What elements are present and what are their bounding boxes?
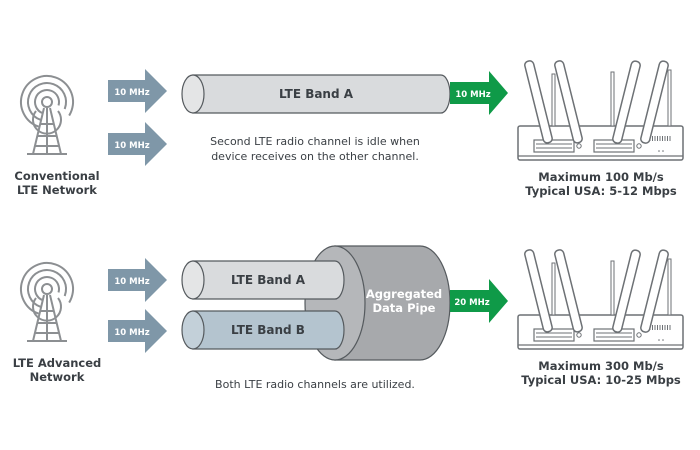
conventional-speed-typical: Typical USA: 5-12 Mbps	[525, 184, 677, 198]
advanced-network-label-1: LTE Advanced	[13, 356, 102, 370]
advanced-pipe-band-a: LTE Band A	[181, 260, 345, 300]
output-arrow-label: 20 MHz	[454, 298, 489, 308]
conventional-caption-1: Second LTE radio channel is idle when	[210, 135, 420, 148]
pipe-label: LTE Band A	[231, 273, 306, 287]
advanced-network-label-2: Network	[30, 370, 85, 384]
advanced-tower-icon	[12, 254, 82, 342]
conventional-input-arrow-2: 10 MHz	[108, 122, 167, 166]
advanced-router-icon	[517, 248, 684, 350]
input-arrow-label: 10 MHz	[114, 141, 149, 151]
advanced-caption: Both LTE radio channels are utilized.	[215, 378, 415, 391]
conventional-speed-max: Maximum 100 Mb/s	[538, 170, 664, 184]
conventional-router-icon	[517, 59, 684, 161]
conventional-pipe-band-a: LTE Band A	[181, 74, 451, 114]
advanced-input-arrow-2: 10 MHz	[108, 309, 167, 353]
advanced-input-arrow-1: 10 MHz	[108, 258, 167, 302]
advanced-pipe-band-b: LTE Band B	[181, 310, 345, 350]
aggregated-label-1: Aggregated	[366, 287, 442, 301]
pipe-label: LTE Band B	[231, 323, 305, 337]
advanced-speed-typical: Typical USA: 10-25 Mbps	[521, 373, 681, 387]
conventional-caption-2: device receives on the other channel.	[211, 150, 419, 163]
input-arrow-label: 10 MHz	[114, 277, 149, 287]
output-arrow-label: 10 MHz	[455, 90, 490, 100]
conventional-network-label-2: LTE Network	[17, 183, 97, 197]
input-arrow-label: 10 MHz	[114, 88, 149, 98]
conventional-tower-icon	[12, 67, 82, 155]
conventional-input-arrow-1: 10 MHz	[108, 69, 167, 113]
input-arrow-label: 10 MHz	[114, 328, 149, 338]
pipe-label: LTE Band A	[279, 87, 354, 101]
conventional-output-arrow: 10 MHz	[450, 71, 508, 115]
conventional-network-label-1: Conventional	[14, 169, 99, 183]
aggregated-label-2: Data Pipe	[373, 301, 436, 315]
advanced-output-arrow: 20 MHz	[450, 279, 508, 323]
advanced-speed-max: Maximum 300 Mb/s	[538, 359, 664, 373]
